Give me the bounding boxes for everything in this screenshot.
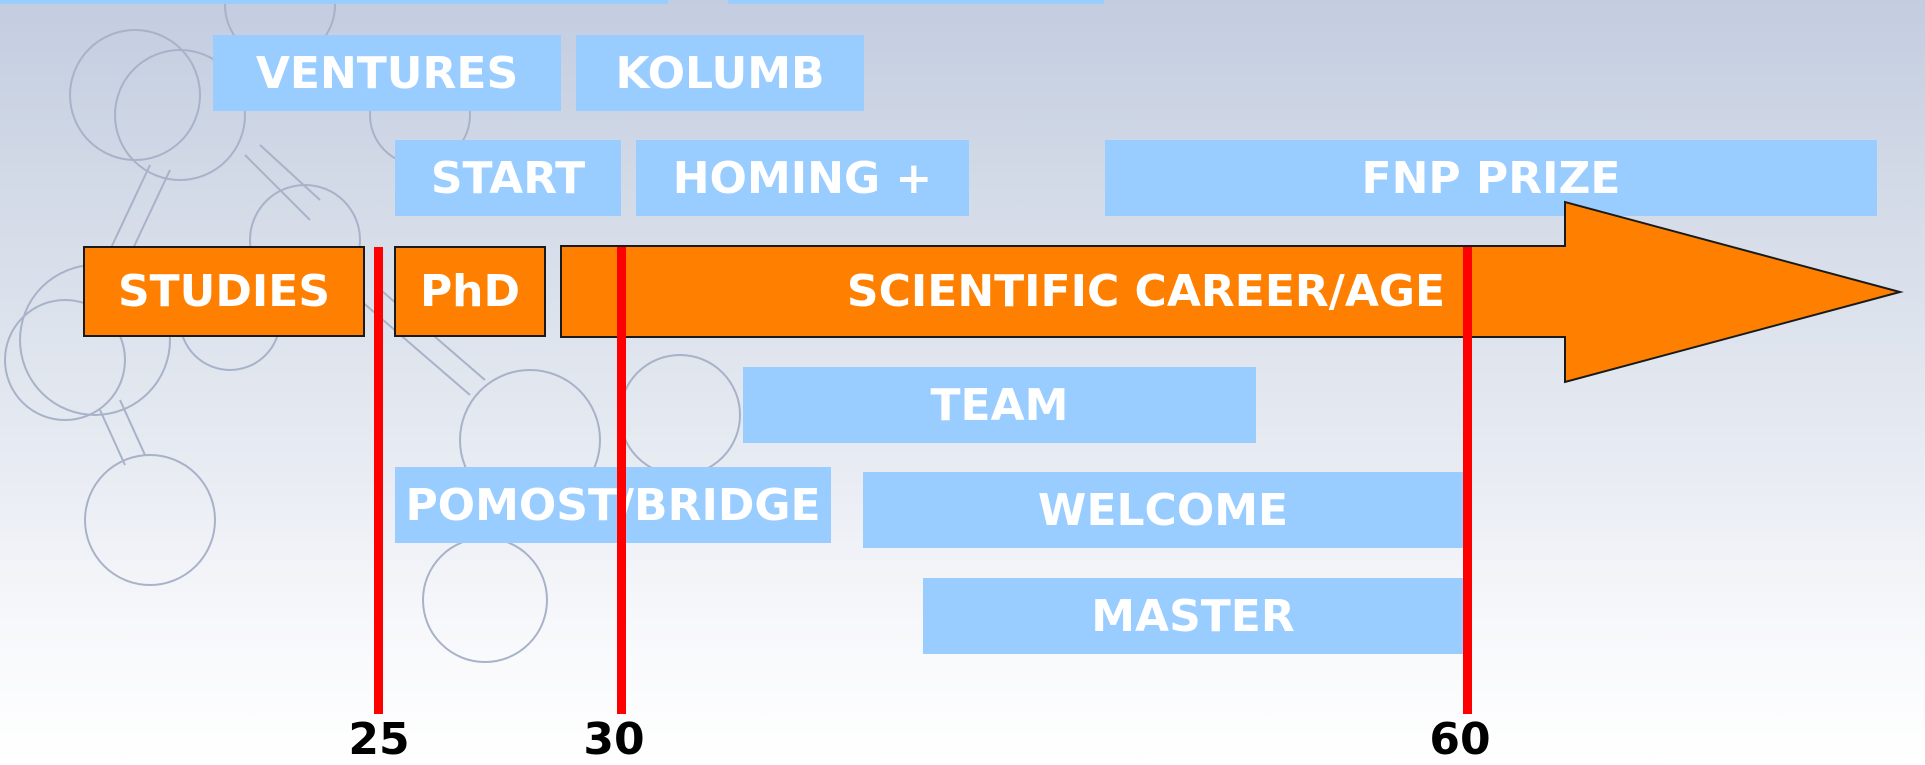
program-ventures-label: VENTURES <box>255 47 519 99</box>
program-homing: HOMING + <box>636 140 969 216</box>
program-team-label: TEAM <box>930 379 1069 431</box>
program-fnp-prize-label: FNP PRIZE <box>1361 152 1621 204</box>
program-welcome: WELCOME <box>863 472 1463 548</box>
top-partial-bar-left <box>0 0 668 4</box>
program-master-label: MASTER <box>1091 590 1295 642</box>
program-start-label: START <box>430 152 586 204</box>
program-fnp-prize: FNP PRIZE <box>1105 140 1877 216</box>
age-marker-30 <box>617 247 626 714</box>
program-welcome-label: WELCOME <box>1037 484 1289 536</box>
stage-phd-label: PhD <box>419 266 521 317</box>
program-pomost-label: POMOST/BRIDGE <box>405 479 821 531</box>
age-label-30: 30 <box>583 714 645 765</box>
stage-studies-label: STUDIES <box>117 266 331 317</box>
age-marker-25 <box>374 247 383 714</box>
program-kolumb-label: KOLUMB <box>615 47 825 99</box>
age-marker-60 <box>1463 247 1472 714</box>
program-master: MASTER <box>923 578 1463 654</box>
program-pomost: POMOST/BRIDGE <box>395 467 831 543</box>
program-start: START <box>395 140 621 216</box>
program-kolumb: KOLUMB <box>576 35 864 111</box>
stage-career-label: SCIENTIFIC CAREER/AGE <box>846 266 1446 317</box>
program-team: TEAM <box>743 367 1256 443</box>
age-label-25: 25 <box>348 714 410 765</box>
stage-studies: STUDIES <box>83 246 365 337</box>
program-homing-label: HOMING + <box>672 152 933 204</box>
stage-phd: PhD <box>394 246 546 337</box>
top-partial-bar-right <box>728 0 1104 4</box>
program-ventures: VENTURES <box>213 35 561 111</box>
age-label-60: 60 <box>1429 714 1491 765</box>
